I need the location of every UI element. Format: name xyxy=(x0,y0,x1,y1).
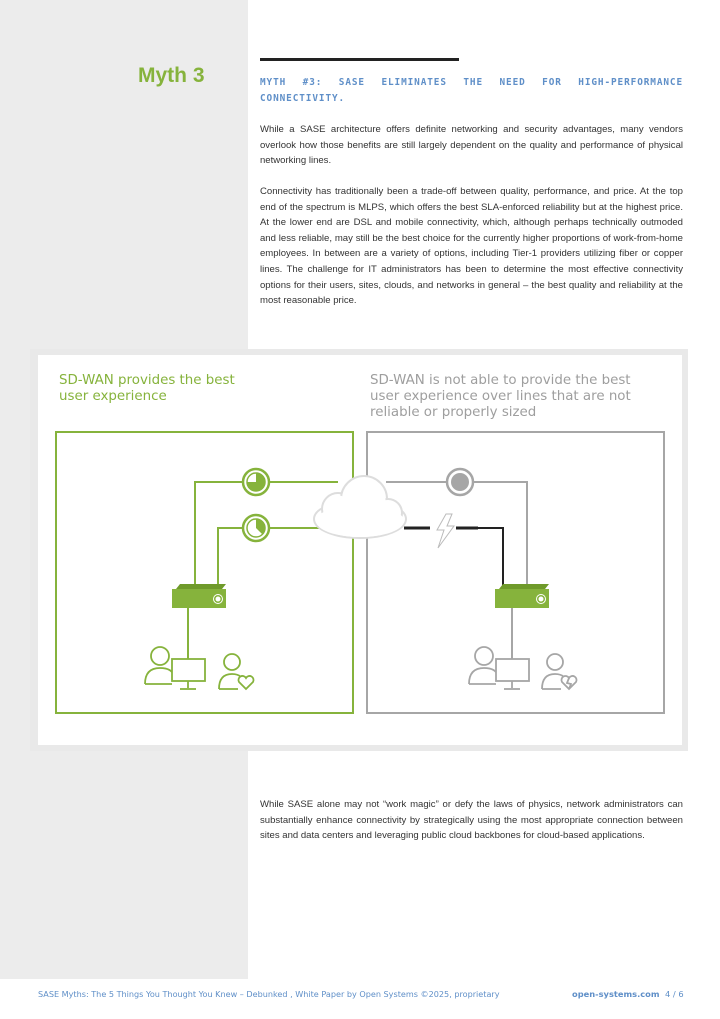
right-site-box xyxy=(366,431,665,714)
myth-label: Myth 3 xyxy=(138,64,205,87)
clock-icon xyxy=(445,467,475,497)
heading-rule xyxy=(260,58,459,61)
clock-icon xyxy=(241,513,271,543)
figure-caption-right: SD-WAN is not able to provide the best u… xyxy=(370,373,631,420)
user-icon xyxy=(144,646,175,685)
user-icon xyxy=(468,646,499,685)
router-icon xyxy=(495,584,549,608)
footer-site-link[interactable]: open-systems.com xyxy=(572,989,660,999)
body-paragraph-1: While a SASE architecture offers definit… xyxy=(260,124,683,167)
section-heading: MYTH #3: SASE ELIMINATES THE NEED FOR HI… xyxy=(260,77,683,104)
left-site-box xyxy=(55,431,354,714)
page-number: 4 / 6 xyxy=(665,989,684,999)
figure-caption-left: SD-WAN provides the best user experience xyxy=(59,373,235,404)
user-broken-heart-icon xyxy=(541,653,578,691)
body-paragraph-3: While SASE alone may not “work magic” or… xyxy=(260,799,683,842)
monitor-icon xyxy=(171,658,206,690)
body-paragraph-2: Connectivity has traditionally been a tr… xyxy=(260,186,683,307)
cloud-icon xyxy=(313,475,407,539)
footer-document-title: SASE Myths: The 5 Things You Thought You… xyxy=(38,989,500,999)
left-connection-lines xyxy=(187,455,354,660)
monitor-icon xyxy=(495,658,530,690)
user-heart-icon xyxy=(218,653,255,691)
lightning-icon xyxy=(404,513,478,549)
router-icon xyxy=(172,584,226,608)
clock-icon xyxy=(241,467,271,497)
